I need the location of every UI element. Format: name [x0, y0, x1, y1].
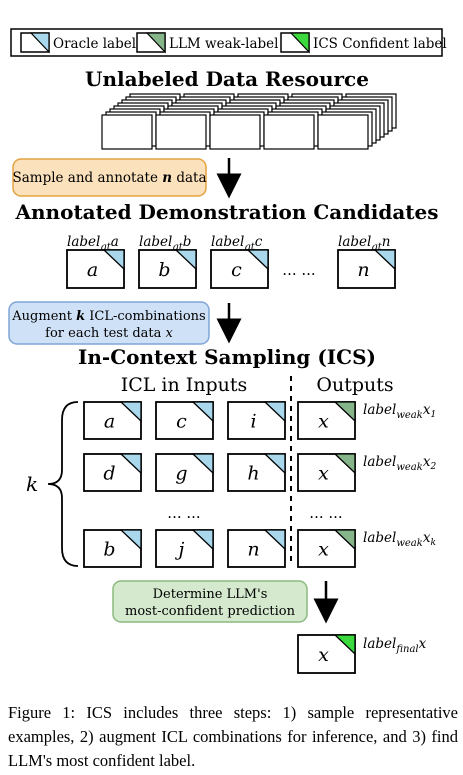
ics-input-card-a: a: [83, 401, 142, 440]
ics-output-label-2: labelweakx2: [363, 454, 436, 473]
card-letter: g: [175, 463, 187, 485]
label-corner: [102, 249, 125, 271]
ics-input-card-c: c: [155, 401, 214, 440]
step-determine-line1: Determine LLM's: [153, 587, 268, 602]
card-frame: [297, 401, 356, 440]
legend: Oracle label LLM weak-label ICS Confiden…: [10, 28, 447, 57]
card-frame: [227, 401, 286, 440]
card-letter: d: [103, 463, 115, 485]
label-corner: [373, 249, 396, 271]
title-ics: In-Context Sampling (ICS): [78, 345, 376, 369]
card-letter: b: [103, 539, 115, 561]
label-corner: [333, 529, 356, 551]
card-letter: c: [176, 411, 187, 433]
ics-rows: a c i x labelweakx1 d g h x labelweakx2 b j n x labelw…: [83, 401, 436, 568]
candidate-card-b: b: [138, 249, 197, 289]
final-card: x labelfinalx: [297, 634, 427, 674]
legend-confident-label: ICS Confident label: [313, 36, 447, 52]
label-corner: [263, 453, 286, 475]
label-corner: [333, 453, 356, 475]
candidate-ellipsis: ... ...: [282, 261, 315, 279]
candidate-label: labelgta: [67, 234, 119, 253]
candidate-card-n: n: [337, 249, 396, 289]
ics-input-card-n: n: [227, 529, 286, 568]
legend-weak-swatch: [136, 32, 166, 54]
label-corner: [119, 401, 142, 423]
ics-input-card-j: j: [155, 529, 214, 568]
candidate-card-c: c: [210, 249, 269, 289]
card-letter: x: [318, 644, 329, 666]
unlabeled-data-stack: [101, 93, 397, 150]
ics-output-label-3: labelweakxk: [363, 530, 436, 549]
ics-input-card-h: h: [227, 453, 286, 492]
ics-input-card-i: i: [227, 401, 286, 440]
card-letter: c: [231, 259, 242, 281]
label-corner: [246, 249, 269, 271]
card-letter: x: [318, 463, 329, 485]
card-letter: x: [318, 539, 329, 561]
legend-weak-label: LLM weak-label: [169, 36, 278, 52]
card-letter: x: [318, 411, 329, 433]
k-brace: [47, 401, 79, 567]
card-letter: h: [247, 463, 259, 485]
label-corner: [119, 453, 142, 475]
ics-input-card-d: d: [83, 453, 142, 492]
ics-input-card-b: b: [83, 529, 142, 568]
ics-output-label-1: labelweakx1: [363, 402, 436, 421]
step-determine-line2: most-confident prediction: [125, 604, 296, 619]
label-corner: [191, 453, 214, 475]
figure-caption: Figure 1: ICS includes three steps: 1) s…: [8, 703, 458, 770]
step-augment-line2: for each test data x: [45, 326, 173, 341]
title-unlabeled: Unlabeled Data Resource: [85, 67, 369, 91]
candidate-card-a: a: [66, 249, 125, 289]
card-letter: n: [247, 539, 259, 561]
card-letter: a: [104, 411, 115, 433]
inputs-header: ICL in Inputs: [121, 374, 248, 396]
card-frame: [227, 529, 286, 568]
label-corner: [263, 529, 286, 551]
candidate-cards: labelgta a labelgtb b labelgtc c labelgtn n: [66, 234, 396, 289]
outputs-header: Outputs: [316, 374, 393, 396]
card-letter: j: [175, 539, 185, 561]
ics-output-card-2: x: [297, 453, 356, 492]
legend-oracle-swatch: [20, 32, 50, 54]
step-augment-box: [8, 301, 210, 345]
card-letter: a: [87, 259, 98, 281]
card-letter: b: [158, 259, 170, 281]
final-label: labelfinalx: [363, 636, 427, 655]
label-corner: [191, 529, 214, 551]
card-letter: i: [250, 411, 256, 433]
step-augment-line1: Augment k ICL-combinations: [11, 309, 205, 324]
ics-output-card-1: x: [297, 401, 356, 440]
candidate-label: labelgtn: [338, 234, 390, 253]
label-corner: [174, 249, 197, 271]
ics-output-card-3: x: [297, 529, 356, 568]
weak-corner: [145, 32, 166, 54]
label-corner: [333, 634, 356, 656]
step-sample-box: [12, 158, 207, 197]
card-frame: [155, 401, 214, 440]
step-determine-box: [112, 580, 308, 623]
ics-input-card-g: g: [155, 453, 214, 492]
label-corner: [263, 401, 286, 423]
candidate-label: labelgtc: [211, 234, 263, 253]
final-output-card: x: [297, 634, 356, 674]
k-label: k: [26, 472, 38, 496]
row-ellipsis-inputs: ... ...: [167, 504, 200, 522]
label-corner: [333, 401, 356, 423]
stack-card: [101, 114, 369, 150]
candidate-label: labelgtb: [139, 234, 191, 253]
oracle-corner: [29, 32, 50, 54]
row-ellipsis-outputs: ... ...: [309, 504, 342, 522]
legend-confident-swatch: [280, 32, 310, 54]
label-corner: [119, 529, 142, 551]
card-letter: n: [357, 259, 369, 281]
title-annotated: Annotated Demonstration Candidates: [15, 200, 439, 224]
confident-corner: [289, 32, 310, 54]
step-sample-text: Sample and annotate n data: [12, 170, 206, 186]
label-corner: [191, 401, 214, 423]
legend-oracle-label: Oracle label: [53, 36, 136, 52]
legend-frame: [10, 28, 443, 57]
